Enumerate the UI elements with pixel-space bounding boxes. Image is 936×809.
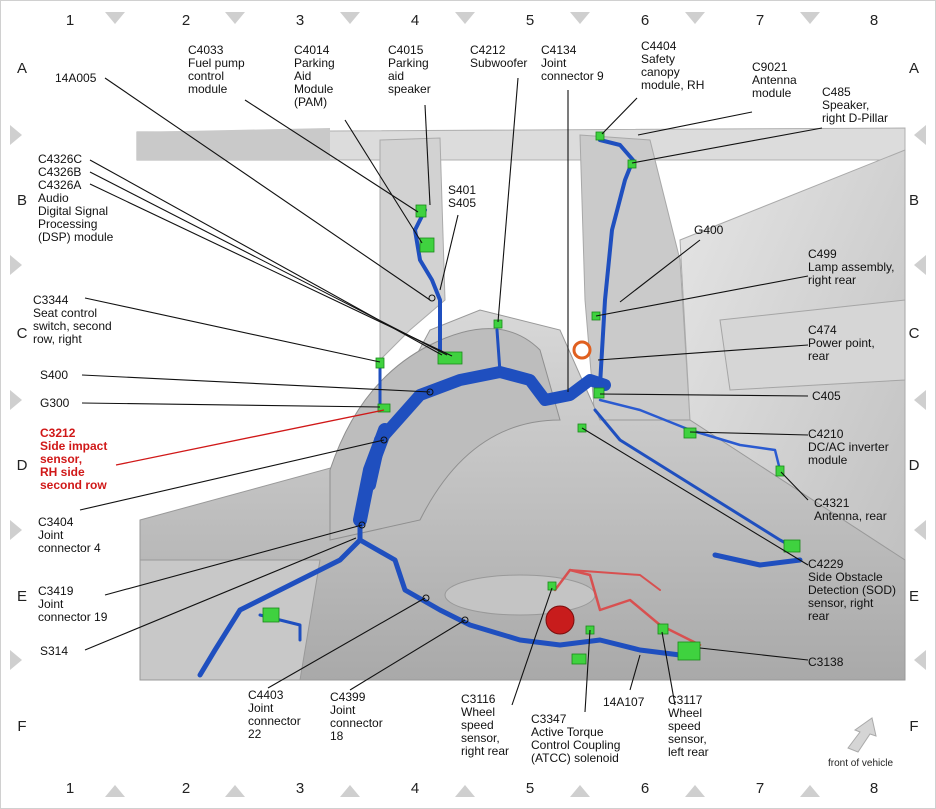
front-arrow-icon: [847, 717, 877, 753]
col-label-top: 1: [65, 12, 75, 29]
row-label-left: D: [16, 457, 28, 474]
col-label-top: 4: [410, 12, 420, 29]
label-s314: S314: [40, 644, 69, 658]
label-g400: G400: [694, 223, 724, 237]
leader-lines: [79, 77, 823, 713]
row-label-left: E: [16, 588, 27, 605]
row-label-left: B: [16, 192, 27, 209]
col-label-bottom: 2: [181, 780, 191, 797]
col-label-top: 7: [755, 12, 765, 29]
label-c405: C405: [812, 389, 841, 403]
col-label-bottom: 3: [295, 780, 305, 797]
row-label-right: A: [908, 60, 919, 77]
power-point-loop: [572, 340, 592, 360]
vehicle-body: [136, 127, 906, 681]
row-label-right: B: [908, 192, 919, 209]
row-label-right: C: [908, 325, 920, 342]
splices: [358, 294, 469, 624]
label-c3138: C3138: [808, 655, 844, 669]
col-label-top: 6: [640, 12, 650, 29]
label-14a005: 14A005: [55, 71, 97, 85]
row-label-right: F: [909, 718, 919, 735]
col-label-bottom: 4: [410, 780, 420, 797]
col-label-bottom: 8: [869, 780, 879, 797]
atcc-coupling: [545, 605, 575, 635]
row-label-left: A: [16, 60, 27, 77]
label-g300: G300: [40, 396, 70, 410]
front-of-vehicle-label: front of vehicle: [828, 758, 894, 769]
leader-line-c3212: [115, 409, 385, 466]
row-label-right: D: [908, 457, 920, 474]
wire-harness: [197, 138, 803, 678]
col-label-top: 5: [525, 12, 535, 29]
col-label-bottom: 7: [755, 780, 765, 797]
label-s400: S400: [40, 368, 69, 382]
row-label-left: F: [17, 718, 27, 735]
col-label-top: 8: [869, 12, 879, 29]
col-label-bottom: 1: [65, 780, 75, 797]
col-label-bottom: 6: [640, 780, 650, 797]
row-label-right: E: [908, 588, 919, 605]
col-label-top: 2: [181, 12, 191, 29]
grid-markers: [10, 12, 926, 797]
label-14a107: 14A107: [603, 695, 645, 709]
row-label-left: C: [16, 325, 28, 342]
col-label-top: 3: [295, 12, 305, 29]
col-label-bottom: 5: [525, 780, 535, 797]
